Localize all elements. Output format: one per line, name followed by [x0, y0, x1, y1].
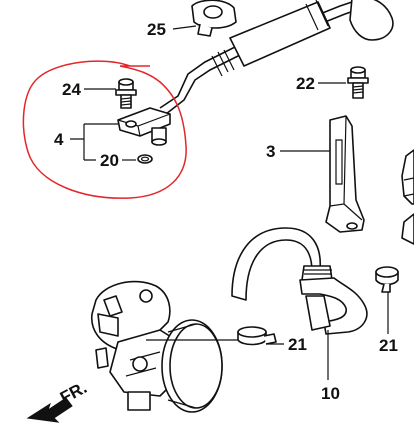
bolt-24: [115, 78, 137, 109]
callout-10: 10: [321, 384, 340, 403]
pressure-pipe-assembly: [159, 0, 394, 115]
leader-4: [70, 123, 118, 161]
callout-24: 24: [62, 80, 81, 99]
o-ring-20: [137, 154, 153, 164]
hose-clamp-25: [191, 0, 237, 37]
bracket-3: [325, 115, 365, 233]
hose-clamp-21-right: [375, 266, 399, 293]
callout-3: 3: [266, 142, 275, 161]
callout-20: 20: [100, 151, 119, 170]
arrow-icon: [26, 397, 73, 423]
leader-25: [172, 25, 197, 30]
highlight-circle: [22, 60, 187, 199]
throttle-body-assembly: [91, 280, 223, 413]
callout-21-lower: 21: [288, 335, 307, 354]
callout-22: 22: [296, 74, 315, 93]
front-direction-arrow: [26, 397, 73, 423]
water-hose-10: [231, 227, 368, 335]
hose-clamp-21-lower: [237, 326, 277, 346]
bolt-22: [347, 66, 369, 99]
callout-4: 4: [54, 130, 64, 149]
right-edge-component: [401, 149, 414, 245]
pressure-sensor-4: [117, 107, 171, 146]
callout-21-right: 21: [379, 336, 398, 355]
callout-25: 25: [147, 20, 166, 39]
